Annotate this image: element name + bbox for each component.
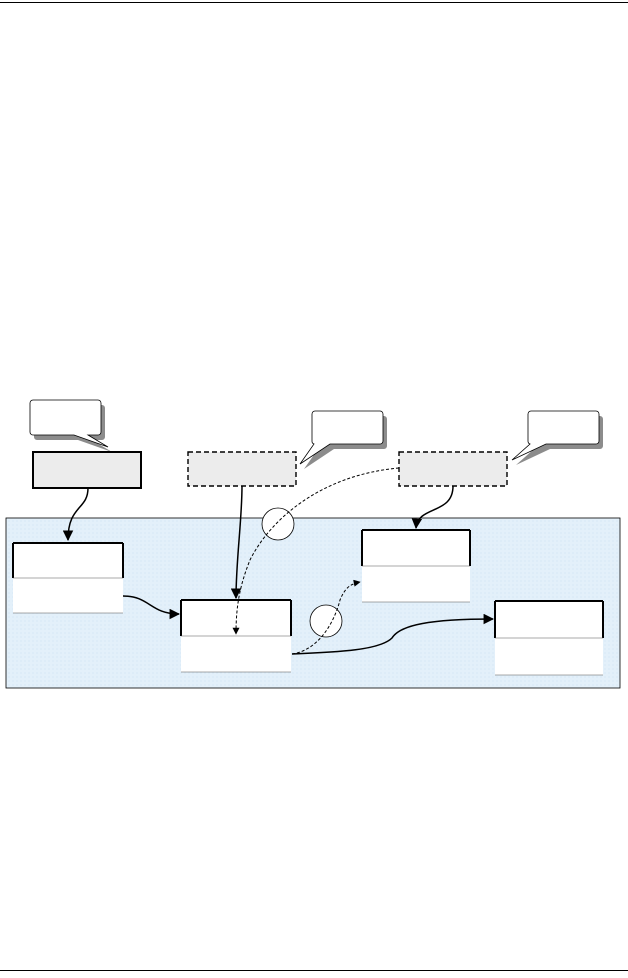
node-box-far-right <box>494 600 604 676</box>
arrow-left-node-to-center-node <box>122 595 181 620</box>
callout-bubble-1 <box>29 399 112 452</box>
dashed-arrow-right-source-to-center-node <box>232 467 400 635</box>
source-box-dashed-right <box>398 451 508 487</box>
marker-circle-2 <box>309 604 343 638</box>
node-box-upper-right <box>361 529 471 603</box>
arrow-center-source-to-center-node <box>230 485 243 600</box>
header-rule <box>0 2 628 3</box>
dashed-arrow-center-node-to-upper-right-node <box>291 579 361 655</box>
arrow-right-source-to-upper-right-node <box>411 485 454 530</box>
callout-bubble-2 <box>299 410 387 469</box>
source-box-dashed-center <box>187 451 297 487</box>
node-box-left <box>12 542 124 614</box>
node-box-center <box>180 599 292 673</box>
callout-bubble-3 <box>511 410 603 465</box>
arrow-source-to-left-node <box>62 487 89 542</box>
source-box-solid <box>32 451 142 489</box>
arrow-center-node-to-far-right-node <box>291 613 495 655</box>
marker-circle-1 <box>261 507 295 541</box>
footer-rule <box>0 970 628 971</box>
